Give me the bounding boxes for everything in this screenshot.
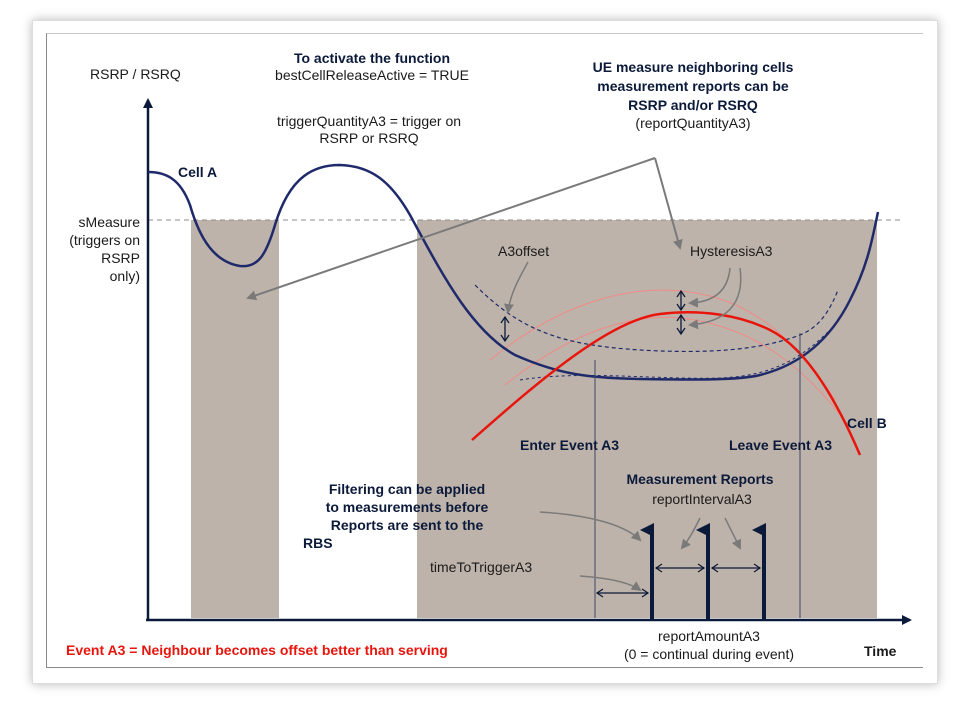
hysteresis-label: HysteresisA3 <box>690 243 773 259</box>
ttt-interval-arrow <box>595 588 650 598</box>
figure-frame <box>46 33 923 668</box>
ue-measure-line-3: RSRP and/or RSRQ <box>628 97 758 113</box>
a3offset-marker <box>500 315 510 343</box>
enter-event-label: Enter Event A3 <box>520 437 619 453</box>
report-amount-note: (0 = continual during event) <box>624 646 794 662</box>
report-interval-label: reportIntervalA3 <box>652 491 752 507</box>
measurement-reports-label: Measurement Reports <box>626 471 773 487</box>
ttt-pointer <box>579 575 642 592</box>
time-to-trigger-label: timeToTriggerA3 <box>430 559 532 575</box>
a3offset-label: A3offset <box>498 243 549 259</box>
filtering-line-1: Filtering can be applied <box>329 481 485 497</box>
leave-event-label: Leave Event A3 <box>729 437 832 453</box>
activation-line-2: bestCellReleaseActive = TRUE <box>275 67 469 83</box>
interval-pointer-1 <box>680 517 701 550</box>
trigger-quantity-line-1: triggerQuantityA3 = trigger on <box>277 113 461 129</box>
x-axis-label: Time <box>864 643 897 659</box>
filtering-line-4: RBS <box>303 535 333 551</box>
ue-measure-line-2: measurement reports can be <box>597 78 789 94</box>
smeasure-line-4: only) <box>110 268 140 284</box>
smeasure-line-3: RSRP <box>101 250 140 266</box>
cell-a-curve <box>147 163 880 381</box>
report-interval-arrow-1 <box>654 563 706 573</box>
filtering-pointer <box>539 511 642 542</box>
report-amount-label: reportAmountA3 <box>658 628 760 644</box>
ue-measure-line-1: UE measure neighboring cells <box>593 59 794 75</box>
shade-region-1 <box>191 220 279 618</box>
event-a3-definition: Event A3 = Neighbour becomes offset bett… <box>66 642 448 658</box>
hysteresis-marker-2 <box>676 313 686 336</box>
ue-measure-pointer-1 <box>246 157 656 301</box>
filtering-line-3: Reports are sent to the <box>331 517 484 533</box>
ue-measure-pointer-2 <box>654 157 683 250</box>
hysteresis-pointer-1 <box>688 267 731 308</box>
filtering-line-2: to measurements before <box>326 499 489 515</box>
hysteresis-marker-1 <box>676 289 686 312</box>
y-axis-label: RSRP / RSRQ <box>90 66 181 82</box>
trigger-quantity-line-2: RSRP or RSRQ <box>319 130 418 146</box>
smeasure-line-2: (triggers on <box>69 232 140 248</box>
cell-b-label: Cell B <box>847 415 887 431</box>
cell-a-label: Cell A <box>178 164 217 180</box>
a3offset-pointer <box>503 261 529 314</box>
report-interval-arrow-2 <box>710 563 762 573</box>
smeasure-line-1: sMeasure <box>79 214 141 230</box>
activation-line-1: To activate the function <box>294 50 450 66</box>
ue-measure-line-4: (reportQuantityA3) <box>635 115 750 131</box>
offset-curve <box>474 284 839 353</box>
hysteresis-pointer-2 <box>688 267 742 330</box>
cell-b-curve <box>471 311 862 456</box>
interval-pointer-2 <box>724 517 741 550</box>
